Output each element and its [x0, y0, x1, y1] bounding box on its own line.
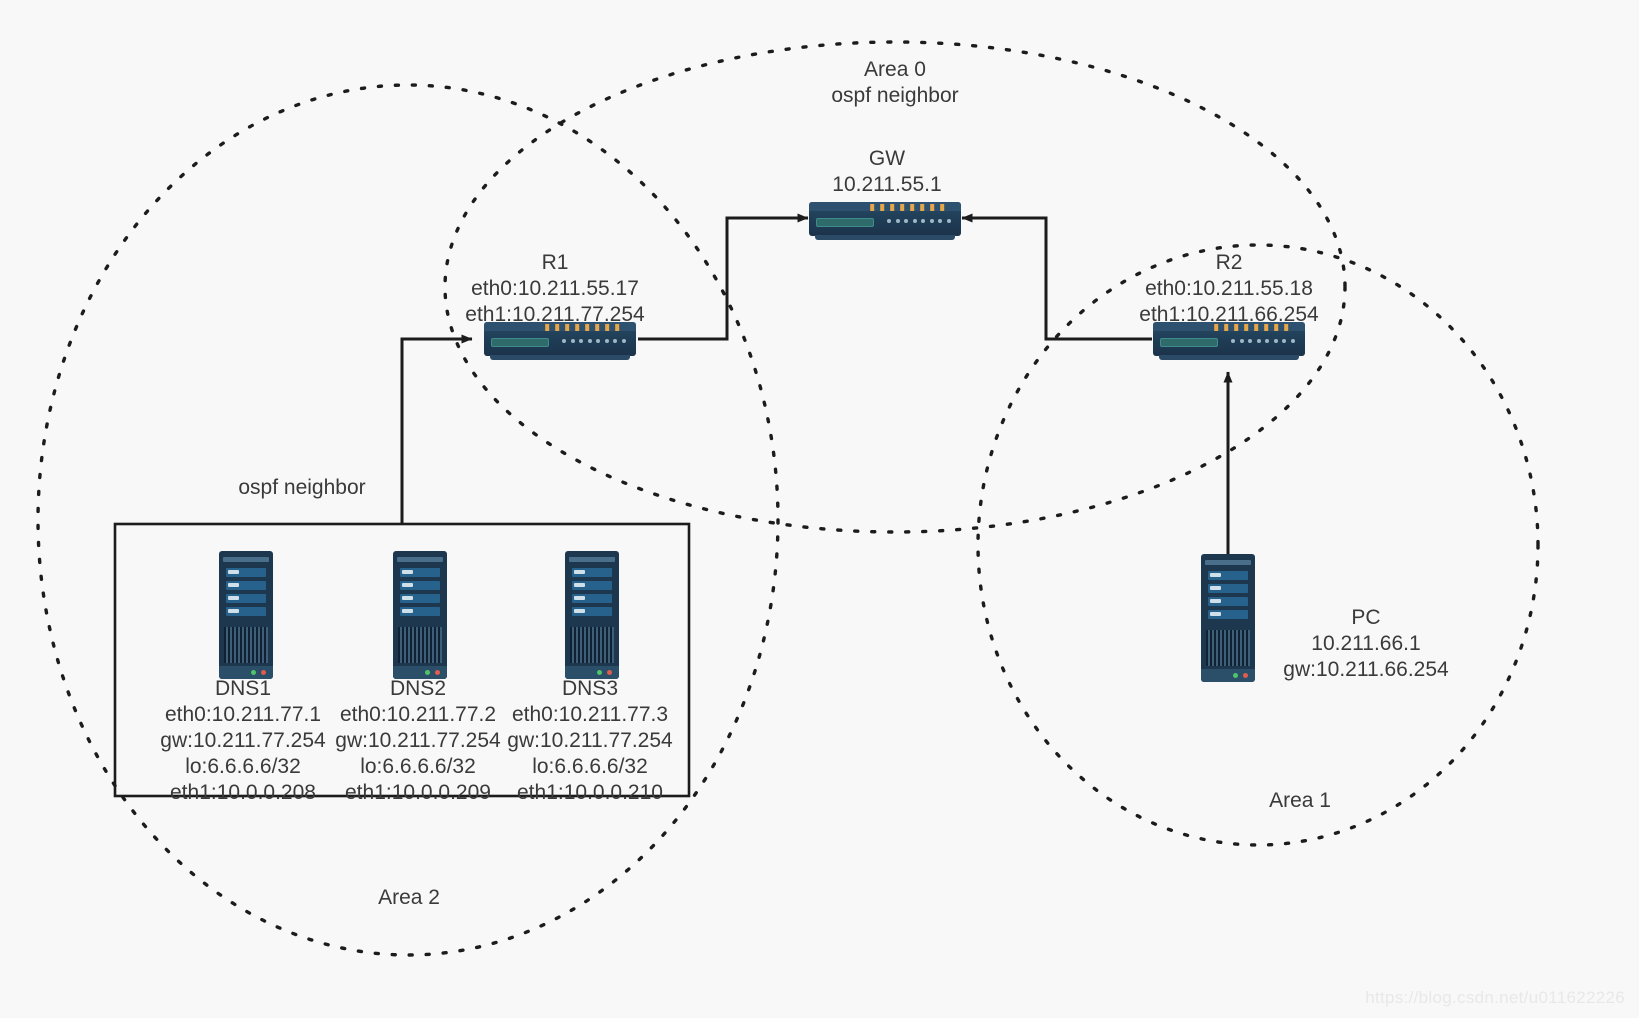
watermark: https://blog.csdn.net/u011622226	[1365, 988, 1625, 1007]
server-vent-grille	[398, 627, 442, 663]
server-activity-led	[261, 670, 266, 675]
server-top-strip	[397, 557, 443, 562]
pc-ip: 10.211.66.1	[1311, 632, 1421, 655]
server-power-led	[1233, 673, 1238, 678]
dns3-label: DNS3 eth0:10.211.77.3 gw:10.211.77.254 l…	[507, 676, 672, 806]
server-drive-bays	[1208, 571, 1248, 623]
area-0-title: Area 0	[864, 58, 926, 81]
dns1-eth0: eth0:10.211.77.1	[164, 703, 322, 726]
area-2-boundary	[36, 83, 780, 957]
dns3-eth0: eth0:10.211.77.3	[511, 703, 669, 726]
r2-eth0: eth0:10.211.55.18	[1145, 277, 1313, 300]
server-footer	[219, 666, 273, 679]
server-power-led	[597, 670, 602, 675]
area-2-label: Area 2	[378, 885, 440, 911]
router-led-row	[887, 219, 951, 224]
server-activity-led	[607, 670, 612, 675]
r2-eth1: eth1:10.211.66.254	[1139, 303, 1319, 326]
server-drive-bays	[572, 568, 612, 620]
server-activity-led	[435, 670, 440, 675]
r1-eth0: eth0:10.211.55.17	[471, 277, 639, 300]
router-base	[815, 235, 955, 240]
router-status-bar	[1160, 338, 1218, 347]
area-1-title: Area 1	[1269, 789, 1331, 812]
r1-name: R1	[541, 251, 569, 274]
dns3-name: DNS3	[561, 677, 619, 700]
router-status-bar	[491, 338, 549, 347]
link-r2-gw	[961, 213, 1152, 341]
area-2-title: Area 2	[378, 886, 440, 909]
device-dns2-server[interactable]	[393, 551, 447, 679]
link-dns-r1	[400, 334, 473, 524]
server-power-led	[425, 670, 430, 675]
router-led-row	[562, 339, 626, 344]
server-drive-bays	[400, 568, 440, 620]
router-port-row	[545, 324, 620, 331]
router-base	[490, 355, 630, 360]
server-top-strip	[1205, 560, 1251, 565]
device-gw-router[interactable]	[809, 202, 961, 240]
gw-ip: 10.211.55.1	[832, 173, 942, 196]
device-pc-server[interactable]	[1201, 554, 1255, 682]
router-top-edge	[484, 322, 636, 331]
r1-eth1: eth1:10.211.77.254	[465, 303, 645, 326]
device-dns3-server[interactable]	[565, 551, 619, 679]
router-port-row	[1214, 324, 1289, 331]
server-vent-grille	[1206, 630, 1250, 666]
server-footer	[565, 666, 619, 679]
link-r1-gw	[638, 213, 809, 341]
area-1-boundary	[976, 243, 1540, 847]
server-power-led	[251, 670, 256, 675]
gw-label: GW 10.211.55.1	[832, 146, 941, 198]
dns1-gw: gw:10.211.77.254	[160, 729, 326, 752]
dns3-gw: gw:10.211.77.254	[507, 729, 673, 752]
gw-name: GW	[868, 147, 906, 170]
router-status-bar	[816, 218, 874, 227]
dns2-label: DNS2 eth0:10.211.77.2 gw:10.211.77.254 l…	[335, 676, 500, 806]
dns1-name: DNS1	[214, 677, 272, 700]
server-activity-led	[1243, 673, 1248, 678]
server-footer	[1201, 669, 1255, 682]
dns1-label: DNS1 eth0:10.211.77.1 gw:10.211.77.254 l…	[160, 676, 325, 806]
dns3-eth1: eth1:10.0.0.210	[517, 781, 663, 804]
router-port-row	[870, 204, 945, 211]
pc-name: PC	[1351, 606, 1381, 629]
area-0-subtitle: ospf neighbor	[831, 84, 959, 107]
dns2-lo: lo:6.6.6.6/32	[360, 755, 476, 778]
device-r2-router[interactable]	[1153, 322, 1305, 360]
pc-gw: gw:10.211.66.254	[1283, 658, 1449, 681]
server-vent-grille	[570, 627, 614, 663]
router-base	[1159, 355, 1299, 360]
dns2-eth0: eth0:10.211.77.2	[339, 703, 497, 726]
pc-label: PC 10.211.66.1 gw:10.211.66.254	[1283, 605, 1448, 683]
area-0-label: Area 0 ospf neighbor	[831, 57, 958, 109]
device-r1-router[interactable]	[484, 322, 636, 360]
ospf-neighbor-text: ospf neighbor	[238, 476, 366, 499]
r2-label: R2 eth0:10.211.55.18 eth1:10.211.66.254	[1139, 250, 1318, 328]
device-dns1-server[interactable]	[219, 551, 273, 679]
router-top-edge	[1153, 322, 1305, 331]
area-1-label: Area 1	[1269, 788, 1331, 814]
r2-name: R2	[1215, 251, 1243, 274]
server-top-strip	[569, 557, 615, 562]
ospf-neighbor-annotation: ospf neighbor	[238, 475, 365, 501]
dns2-gw: gw:10.211.77.254	[335, 729, 501, 752]
server-top-strip	[223, 557, 269, 562]
server-vent-grille	[224, 627, 268, 663]
server-footer	[393, 666, 447, 679]
dns1-eth1: eth1:10.0.0.208	[170, 781, 316, 804]
dns1-lo: lo:6.6.6.6/32	[185, 755, 301, 778]
r1-label: R1 eth0:10.211.55.17 eth1:10.211.77.254	[465, 250, 644, 328]
router-top-edge	[809, 202, 961, 211]
dns2-name: DNS2	[389, 677, 447, 700]
router-led-row	[1231, 339, 1295, 344]
dns2-eth1: eth1:10.0.0.209	[345, 781, 491, 804]
area-0-boundary	[443, 40, 1347, 534]
dns3-lo: lo:6.6.6.6/32	[532, 755, 648, 778]
server-drive-bays	[226, 568, 266, 620]
